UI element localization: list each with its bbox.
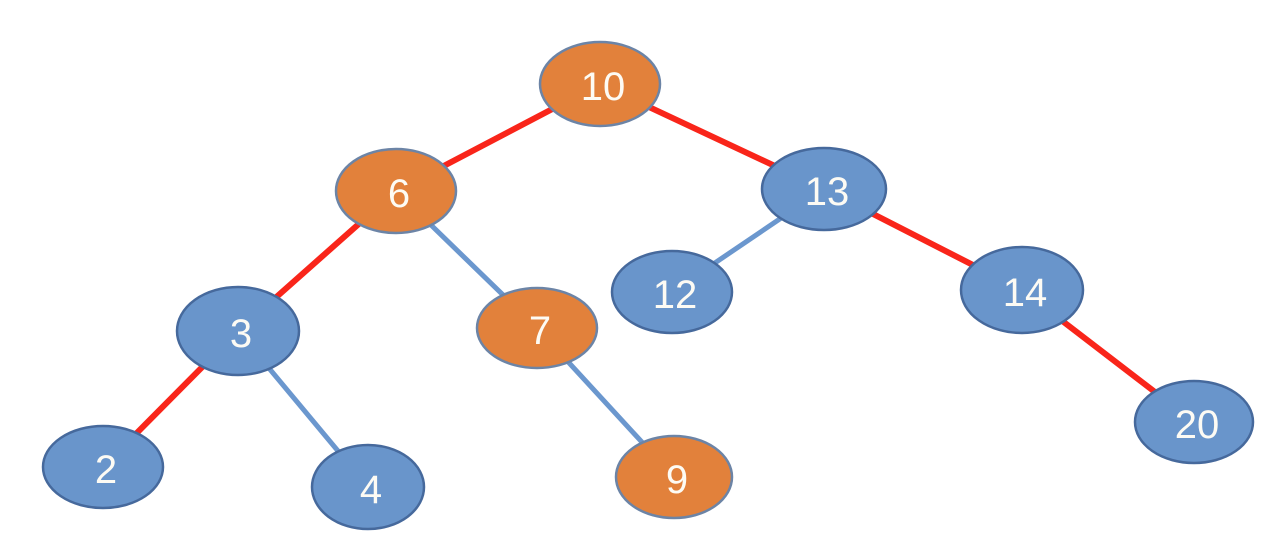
tree-node-6: 6 — [334, 147, 458, 235]
tree-node-label-12: 12 — [653, 273, 698, 317]
tree-node-4: 4 — [310, 443, 426, 531]
tree-node-ellipse-7 — [475, 286, 599, 370]
tree-node-label-6: 6 — [388, 172, 410, 216]
tree-node-ellipse-9 — [614, 434, 734, 520]
tree-node-label-10: 10 — [581, 65, 626, 109]
tree-node-label-9: 9 — [666, 458, 688, 502]
tree-node-13: 13 — [760, 146, 888, 232]
tree-node-10: 10 — [538, 40, 662, 128]
tree-node-14: 14 — [959, 245, 1085, 335]
tree-node-label-14: 14 — [1003, 271, 1048, 315]
tree-node-12: 12 — [610, 249, 734, 335]
tree-node-ellipse-12 — [610, 249, 734, 335]
tree-node-ellipse-4 — [310, 443, 426, 531]
tree-node-ellipse-13 — [760, 146, 888, 232]
tree-node-9: 9 — [614, 434, 734, 520]
tree-node-ellipse-20 — [1133, 379, 1255, 465]
tree-node-ellipse-10 — [538, 40, 662, 128]
tree-node-3: 3 — [175, 285, 301, 377]
tree-node-label-3: 3 — [230, 312, 252, 356]
tree-node-label-13: 13 — [805, 170, 850, 214]
tree-node-2: 2 — [41, 424, 165, 510]
tree-node-label-7: 7 — [529, 309, 551, 353]
tree-node-ellipse-6 — [334, 147, 458, 235]
tree-node-20: 20 — [1133, 379, 1255, 465]
tree-node-label-20: 20 — [1175, 403, 1220, 447]
tree-node-ellipse-2 — [41, 424, 165, 510]
tree-node-ellipse-14 — [959, 245, 1085, 335]
tree-node-7: 7 — [475, 286, 599, 370]
tree-node-label-4: 4 — [360, 468, 382, 512]
tree-node-label-2: 2 — [95, 448, 117, 492]
tree-node-ellipse-3 — [175, 285, 301, 377]
